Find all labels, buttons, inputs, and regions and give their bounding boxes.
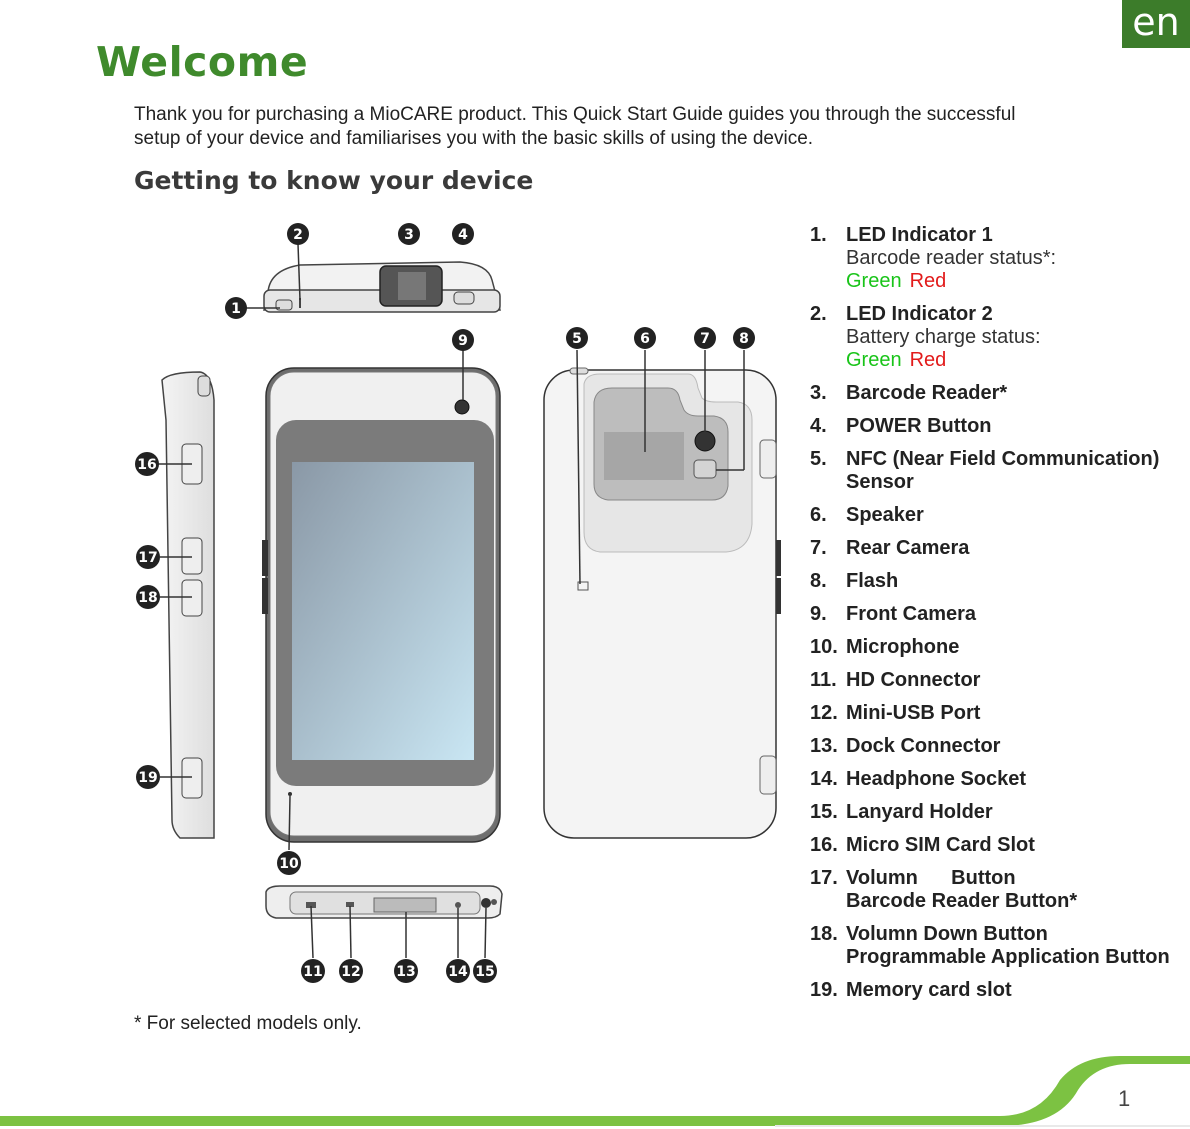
callout-13: 13	[394, 959, 418, 983]
touch-screen	[292, 462, 474, 760]
callout-11: 11	[301, 959, 325, 983]
callout-5: 5	[566, 327, 588, 349]
callout-2: 2	[287, 223, 309, 245]
svg-text:14: 14	[448, 964, 468, 980]
callout-badges: 1 2 3 4 5 6 7 8 9 10 11 12 13 14 15 16 1…	[135, 223, 755, 983]
intro-paragraph: Thank you for purchasing a MioCARE produ…	[134, 104, 1016, 149]
front-camera-lens	[454, 399, 470, 415]
part-item-5: 5.NFC (Near Field Communication) Sensor	[810, 448, 1160, 493]
device-rear-view	[543, 367, 781, 839]
part-item-14: 14.Headphone Socket	[810, 768, 1027, 790]
callout-10: 10	[277, 851, 301, 875]
part-item-15: 15.Lanyard Holder	[810, 801, 993, 823]
parts-list: 1. LED Indicator 1 Barcode reader status…	[810, 224, 1180, 1012]
svg-text:13: 13	[396, 964, 415, 980]
callout-8: 8	[733, 327, 755, 349]
power-button-top	[453, 291, 475, 305]
callout-17: 17	[136, 545, 160, 569]
part-item-3: 3.Barcode Reader*	[810, 382, 1008, 404]
speaker-grille	[604, 432, 684, 480]
svg-text:15: 15	[475, 964, 494, 980]
section-heading: Getting to know your device	[134, 166, 534, 195]
svg-text:10: 10	[279, 856, 299, 872]
leader-lines	[158, 243, 745, 959]
rear-camera-lens	[694, 430, 716, 452]
part-item-18: 18. Volumn Down Button Programmable Appl…	[810, 923, 1170, 968]
callout-12: 12	[339, 959, 363, 983]
svg-text:6: 6	[640, 331, 650, 347]
callout-7: 7	[694, 327, 716, 349]
part-item-8: 8.Flash	[810, 570, 899, 592]
nfc-mark	[577, 581, 589, 591]
volume-down-button	[181, 579, 203, 617]
callout-6: 6	[634, 327, 656, 349]
part-item-9: 9.Front Camera	[810, 603, 977, 625]
language-tab: en	[1122, 0, 1190, 48]
part-item-10: 10.Microphone	[810, 636, 960, 658]
callout-18: 18	[136, 585, 160, 609]
part-item-19: 19.Memory card slot	[810, 979, 1012, 1001]
dock-connector-pins	[373, 897, 437, 913]
callout-3: 3	[398, 223, 420, 245]
svg-text:12: 12	[341, 964, 360, 980]
page-title: Welcome	[96, 38, 309, 86]
callout-1: 1	[225, 297, 247, 319]
part-item-1: 1. LED Indicator 1 Barcode reader status…	[810, 224, 1057, 292]
device-top-view	[263, 261, 501, 313]
part-item-2: 2. LED Indicator 2 Battery charge status…	[810, 303, 1041, 371]
page-number: 1	[1118, 1086, 1131, 1111]
svg-text:3: 3	[404, 227, 414, 243]
device-front-view	[262, 367, 501, 843]
svg-text:18: 18	[138, 590, 157, 606]
part-item-6: 6.Speaker	[810, 504, 924, 526]
svg-text:1: 1	[231, 301, 241, 317]
callout-19: 19	[136, 765, 160, 789]
status-red-label: Red	[909, 349, 947, 371]
svg-text:16: 16	[137, 457, 156, 473]
part-item-4: 4.POWER Button	[810, 415, 992, 437]
callout-4: 4	[452, 223, 474, 245]
svg-text:2: 2	[293, 227, 303, 243]
flash-led	[693, 459, 717, 479]
part-item-17: 17. Volumn Button Barcode Reader Button*	[810, 867, 1078, 912]
callout-15: 15	[473, 959, 497, 983]
status-green-label: Green	[846, 270, 902, 292]
svg-text:11: 11	[303, 964, 322, 980]
memory-card-slot	[181, 757, 203, 799]
footer-swoosh	[0, 1056, 1190, 1127]
part-item-16: 16.Micro SIM Card Slot	[810, 834, 1035, 856]
callout-16: 16	[135, 452, 159, 476]
callout-14: 14	[446, 959, 470, 983]
svg-text:17: 17	[138, 550, 157, 566]
part-item-13: 13.Dock Connector	[810, 735, 1001, 757]
svg-text:4: 4	[458, 227, 468, 243]
status-green-label: Green	[846, 349, 902, 371]
microphone-hole	[288, 792, 292, 796]
callout-9: 9	[452, 329, 474, 351]
device-illustration: 1 2 3 4 5 6 7 8 9 10 11 12 13 14 15 16 1…	[135, 223, 781, 983]
svg-text:5: 5	[572, 331, 582, 347]
volume-up-button	[181, 537, 203, 575]
svg-text:8: 8	[739, 331, 749, 347]
part-item-11: 11.HD Connector	[810, 669, 981, 691]
svg-text:19: 19	[138, 770, 157, 786]
footnote: * For selected models only.	[134, 1013, 362, 1034]
device-side-view	[161, 371, 215, 839]
svg-text:9: 9	[458, 333, 468, 349]
status-red-label: Red	[909, 270, 947, 292]
part-item-7: 7.Rear Camera	[810, 537, 970, 559]
part-item-12: 12.Mini-USB Port	[810, 702, 981, 724]
svg-text:7: 7	[700, 331, 710, 347]
device-bottom-view	[265, 885, 503, 919]
